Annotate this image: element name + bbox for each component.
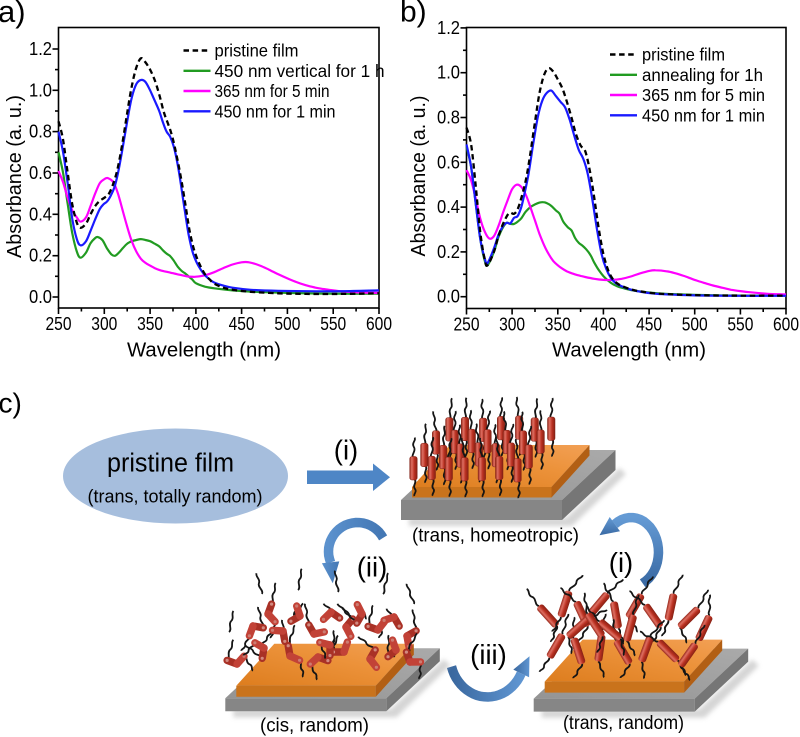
svg-text:0.0: 0.0	[437, 286, 460, 307]
svg-text:0.4: 0.4	[437, 196, 460, 217]
svg-text:(i): (i)	[334, 435, 358, 466]
svg-text:350: 350	[137, 313, 163, 334]
svg-text:400: 400	[183, 313, 209, 334]
svg-text:0.6: 0.6	[29, 162, 52, 183]
svg-text:(iii): (iii)	[470, 639, 507, 670]
svg-text:450: 450	[229, 313, 255, 334]
svg-text:365 nm for 5 min: 365 nm for 5 min	[215, 81, 330, 101]
svg-text:450 nm for 1 min: 450 nm for 1 min	[642, 105, 765, 125]
svg-text:550: 550	[320, 313, 346, 334]
svg-text:500: 500	[274, 313, 300, 334]
svg-text:450: 450	[636, 314, 662, 335]
svg-text:(i): (i)	[609, 547, 633, 578]
svg-text:1.0: 1.0	[437, 62, 460, 83]
svg-text:Absorbance (a. u.): Absorbance (a. u.)	[3, 95, 26, 258]
svg-text:400: 400	[590, 314, 616, 335]
svg-text:annealing for 1h: annealing for 1h	[642, 65, 763, 85]
svg-text:(cis, random): (cis, random)	[260, 716, 369, 737]
svg-text:600: 600	[366, 313, 392, 334]
svg-text:Wavelength (nm): Wavelength (nm)	[127, 339, 281, 362]
svg-text:pristine film: pristine film	[642, 45, 725, 65]
svg-text:500: 500	[682, 314, 708, 335]
svg-text:(trans, homeotropic): (trans, homeotropic)	[412, 526, 579, 547]
svg-text:1.2: 1.2	[29, 38, 52, 59]
svg-text:550: 550	[727, 314, 753, 335]
svg-text:c): c)	[0, 388, 22, 419]
svg-text:0.4: 0.4	[29, 203, 52, 224]
svg-text:pristine film: pristine film	[215, 41, 299, 61]
svg-text:0.2: 0.2	[29, 245, 52, 266]
svg-text:pristine film: pristine film	[107, 450, 234, 478]
svg-text:250: 250	[454, 314, 480, 335]
svg-text:350: 350	[545, 314, 571, 335]
svg-text:450 nm vertical for 1 h: 450 nm vertical for 1 h	[215, 61, 385, 81]
svg-text:(trans, totally random): (trans, totally random)	[88, 486, 263, 507]
svg-text:300: 300	[499, 314, 525, 335]
svg-text:600: 600	[773, 314, 799, 335]
svg-text:450 nm for 1 min: 450 nm for 1 min	[215, 101, 336, 121]
svg-text:300: 300	[91, 313, 117, 334]
svg-text:b): b)	[400, 0, 427, 29]
svg-text:250: 250	[46, 313, 72, 334]
svg-text:0.2: 0.2	[437, 241, 460, 262]
svg-text:0.8: 0.8	[29, 121, 52, 142]
svg-text:(ii): (ii)	[357, 552, 388, 583]
svg-text:a): a)	[0, 0, 26, 29]
svg-text:1.0: 1.0	[29, 79, 52, 100]
svg-text:0.8: 0.8	[437, 107, 460, 128]
svg-text:Wavelength (nm): Wavelength (nm)	[552, 339, 706, 362]
svg-text:0.0: 0.0	[29, 286, 52, 307]
svg-text:(trans, random): (trans, random)	[563, 713, 684, 734]
svg-text:365 nm for 5 min: 365 nm for 5 min	[642, 85, 765, 105]
svg-text:1.2: 1.2	[437, 17, 460, 38]
svg-text:Absorbance (a. u.): Absorbance (a. u.)	[407, 96, 430, 257]
svg-text:0.6: 0.6	[437, 151, 460, 172]
